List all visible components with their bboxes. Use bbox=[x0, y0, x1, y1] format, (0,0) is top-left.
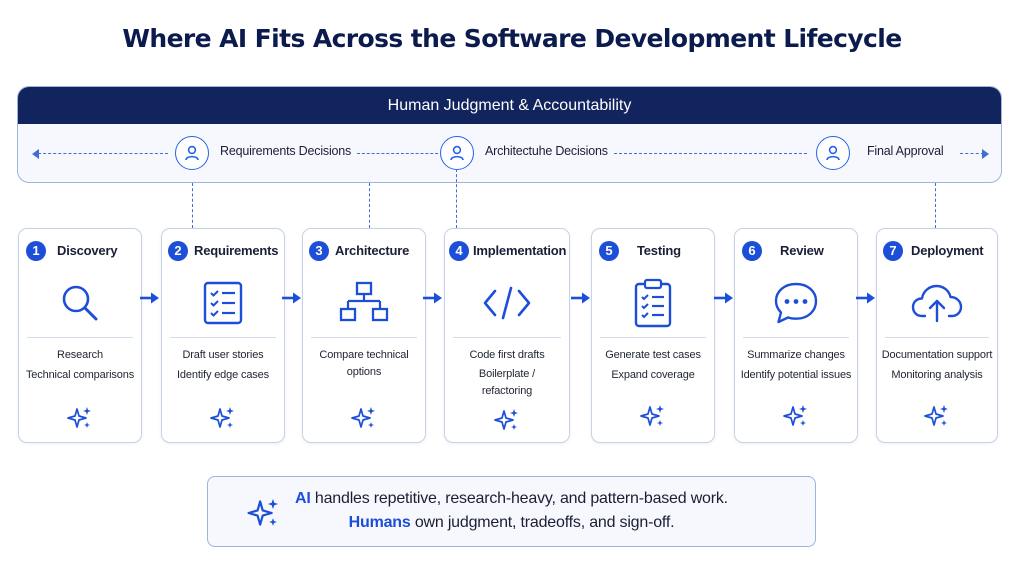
diagram-title: Where AI Fits Across the Software Develo… bbox=[122, 24, 902, 53]
stage-title: Implementation bbox=[473, 243, 567, 258]
divider bbox=[453, 337, 561, 338]
person-icon bbox=[440, 136, 474, 170]
summary-box: AI handles repetitive, research-heavy, a… bbox=[207, 476, 816, 547]
stage-card-requirements: 2 Requirements Draft user stories Identi… bbox=[161, 228, 285, 443]
arrow-left-icon bbox=[32, 149, 39, 159]
flow-arrow-icon bbox=[856, 292, 875, 304]
dashed-line bbox=[38, 153, 168, 154]
human-decision-row: Requirements Decisions Architectuhe Deci… bbox=[18, 124, 1001, 182]
checklist-icon bbox=[162, 273, 284, 333]
decision-label-architecture: Architectuhe Decisions bbox=[485, 144, 608, 158]
task-item: refactoring bbox=[481, 385, 533, 397]
person-icon bbox=[175, 136, 209, 170]
summary-human-line: Humans own judgment, tradeoffs, and sign… bbox=[208, 514, 815, 532]
stage-title: Discovery bbox=[57, 243, 118, 258]
summary-human-highlight: Humans bbox=[348, 514, 411, 531]
ai-sparkle-icon bbox=[162, 404, 284, 432]
clipboard-checklist-icon bbox=[592, 273, 714, 333]
ai-sparkle-icon bbox=[877, 402, 997, 430]
stage-title: Requirements bbox=[194, 243, 279, 258]
task-item: Research bbox=[57, 349, 103, 361]
stage-title: Review bbox=[780, 243, 824, 258]
stage-card-deployment: 7 Deployment Documentation support Monit… bbox=[876, 228, 998, 443]
ai-sparkle-icon bbox=[303, 404, 425, 432]
dashed-line bbox=[614, 153, 807, 154]
task-item: Monitoring analysis bbox=[891, 369, 983, 381]
summary-ai-line: AI handles repetitive, research-heavy, a… bbox=[208, 490, 815, 508]
ai-sparkle-icon bbox=[592, 402, 714, 430]
decision-label-requirements: Requirements Decisions bbox=[220, 144, 352, 158]
stage-title: Deployment bbox=[911, 243, 984, 258]
stage-tasks: Research Technical comparisons bbox=[23, 345, 137, 385]
connector-line bbox=[192, 183, 193, 228]
ai-sparkle-icon bbox=[445, 406, 569, 434]
arrow-right-icon bbox=[982, 149, 989, 159]
magnifier-icon bbox=[19, 273, 141, 333]
task-item: Identify potential issues bbox=[740, 369, 852, 381]
summary-ai-text: handles repetitive, research-heavy, and … bbox=[310, 490, 728, 507]
dashed-line bbox=[960, 153, 984, 154]
divider bbox=[600, 337, 706, 338]
step-number-badge: 3 bbox=[309, 241, 329, 261]
stage-card-discovery: 1 Discovery Research Technical compariso… bbox=[18, 228, 142, 443]
human-judgment-header: Human Judgment & Accountability bbox=[18, 87, 1001, 124]
stage-card-review: 6 Review Summarize changes Identify pote… bbox=[734, 228, 858, 443]
step-number-badge: 7 bbox=[883, 241, 903, 261]
ai-sparkle-icon bbox=[246, 495, 282, 536]
stage-tasks: Draft user stories Identify edge cases bbox=[166, 345, 280, 385]
stage-tasks: Compare technical options bbox=[307, 345, 421, 381]
ai-sparkle-icon bbox=[735, 402, 857, 430]
stage-tasks: Summarize changes Identify potential iss… bbox=[739, 345, 853, 385]
flow-arrow-icon bbox=[571, 292, 590, 304]
flow-arrow-icon bbox=[714, 292, 733, 304]
step-number-badge: 2 bbox=[168, 241, 188, 261]
stage-card-implementation: 4 Implementation Code first drafts Boile… bbox=[444, 228, 570, 443]
stage-tasks: Code first drafts Boilerplate / refactor… bbox=[449, 345, 565, 400]
code-icon bbox=[445, 273, 569, 333]
task-item: Summarize changes bbox=[747, 349, 845, 361]
task-item: Expand coverage bbox=[611, 369, 695, 381]
flow-arrow-icon bbox=[282, 292, 301, 304]
divider bbox=[27, 337, 133, 338]
summary-ai-highlight: AI bbox=[295, 490, 311, 507]
ai-sparkle-icon bbox=[19, 404, 141, 432]
task-item: Code first drafts bbox=[469, 349, 545, 361]
divider bbox=[170, 337, 276, 338]
task-item: options bbox=[346, 366, 382, 378]
divider bbox=[885, 337, 989, 338]
stage-card-architecture: 3 Architecture Compare technical options bbox=[302, 228, 426, 443]
stage-title: Architecture bbox=[335, 243, 410, 258]
cloud-upload-icon bbox=[877, 273, 997, 333]
human-judgment-panel: Human Judgment & Accountability Requirem… bbox=[17, 86, 1002, 183]
task-item: Draft user stories bbox=[182, 349, 264, 361]
step-number-badge: 6 bbox=[742, 241, 762, 261]
task-item: Identify edge cases bbox=[177, 369, 269, 381]
flow-arrow-icon bbox=[423, 292, 442, 304]
decision-label-final-approval: Final Approval bbox=[867, 144, 944, 158]
task-item: Generate test cases bbox=[605, 349, 701, 361]
connector-line bbox=[935, 183, 936, 228]
task-item: Technical comparisons bbox=[25, 369, 135, 381]
task-item: Boilerplate / bbox=[478, 368, 536, 380]
stage-tasks: Generate test cases Expand coverage bbox=[596, 345, 710, 385]
divider bbox=[311, 337, 417, 338]
step-number-badge: 1 bbox=[26, 241, 46, 261]
summary-human-text: own judgment, tradeoffs, and sign-off. bbox=[410, 514, 675, 531]
person-icon bbox=[816, 136, 850, 170]
task-item: Compare technical bbox=[319, 349, 409, 361]
stage-title: Testing bbox=[637, 243, 681, 258]
connector-line bbox=[369, 183, 370, 228]
dashed-line bbox=[357, 153, 443, 154]
flow-arrow-icon bbox=[140, 292, 159, 304]
step-number-badge: 4 bbox=[449, 241, 469, 261]
hierarchy-icon bbox=[303, 273, 425, 333]
task-item: Documentation support bbox=[881, 349, 993, 361]
connector-line bbox=[456, 169, 457, 228]
chat-bubble-icon bbox=[735, 273, 857, 333]
stage-card-testing: 5 Testing Generate test cases Expand cov… bbox=[591, 228, 715, 443]
divider bbox=[743, 337, 849, 338]
stage-tasks: Documentation support Monitoring analysi… bbox=[881, 345, 993, 385]
step-number-badge: 5 bbox=[599, 241, 619, 261]
